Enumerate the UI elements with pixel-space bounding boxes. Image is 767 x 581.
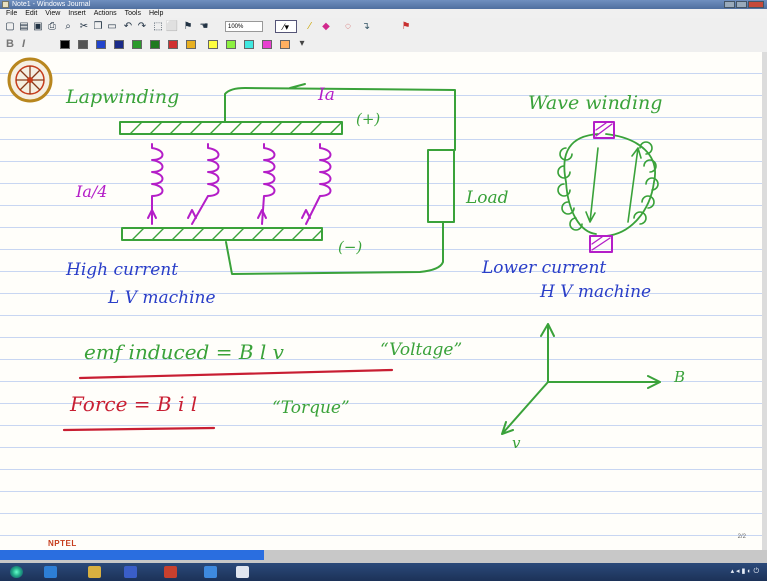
full-page-icon[interactable]: ⬜ [166, 21, 178, 33]
format-toolbar: B I ▾ [0, 37, 767, 53]
flag-icon[interactable]: ⚑ [182, 21, 194, 33]
start-orb-icon[interactable] [10, 566, 23, 578]
standard-toolbar: ▢ ▤ ▣ ⎙ ⌕ ✂ ❐ ▭ ↶ ↷ ⬚ ⬜ ⚑ ☚ 100% ⁄▾ ⁄ ◆ … [0, 18, 767, 37]
hand-icon[interactable]: ☚ [198, 21, 210, 33]
redo-icon[interactable]: ↷ [136, 21, 148, 33]
menu-tools[interactable]: Tools [125, 9, 141, 18]
insert-space-icon[interactable]: ↴ [360, 21, 372, 33]
color-swatch-red[interactable] [168, 40, 178, 49]
flag-marker-icon[interactable]: ⚑ [400, 21, 412, 33]
axis-up [541, 324, 554, 382]
minimize-button[interactable] [724, 1, 735, 8]
system-tray: ▴ ◂ ▮ ◐ ⏻ [731, 567, 759, 576]
title-bar: Note1 - Windows Journal [0, 0, 767, 9]
browser-icon[interactable] [204, 566, 217, 578]
cut-icon[interactable]: ✂ [78, 21, 90, 33]
color-swatch-cyan[interactable] [244, 40, 254, 49]
bold-button[interactable]: B [6, 38, 14, 50]
menu-help[interactable]: Help [149, 9, 163, 18]
label-current-ia: Ia [318, 85, 335, 105]
label-wave-winding: Wave winding [528, 92, 662, 114]
axis-v [502, 382, 548, 434]
lasso-select-icon[interactable]: ◌ [342, 21, 354, 33]
menu-file[interactable]: File [6, 9, 17, 18]
explorer-icon[interactable] [88, 566, 101, 578]
color-swatch-lime[interactable] [226, 40, 236, 49]
label-axis-b: B [674, 368, 685, 386]
color-swatch-navy[interactable] [114, 40, 124, 49]
color-swatch-black[interactable] [60, 40, 70, 49]
close-button[interactable] [748, 1, 764, 8]
nptel-logo-text: NPTEL [48, 539, 77, 548]
color-swatch-peach[interactable] [280, 40, 290, 49]
journal-icon[interactable] [236, 566, 249, 578]
label-emf-induced: emf induced = B l v [84, 340, 284, 364]
label-plus: (+) [356, 110, 380, 128]
pen-tool-icon[interactable]: ⁄▾ [275, 20, 297, 33]
color-swatch-blue[interactable] [96, 40, 106, 49]
label-lower-current: Lower current [482, 258, 606, 278]
label-high-current: High current [66, 260, 178, 280]
label-force: Force = B i l [70, 392, 197, 416]
italic-button[interactable]: I [22, 38, 25, 50]
menu-view[interactable]: View [45, 9, 60, 18]
label-lap-winding: Lapwinding [66, 86, 179, 108]
print-icon[interactable]: ⎙ [46, 21, 58, 33]
page-progress [0, 550, 264, 560]
menu-edit[interactable]: Edit [25, 9, 37, 18]
coils [148, 122, 614, 252]
ie-icon[interactable] [44, 566, 57, 578]
status-bar [0, 550, 767, 563]
find-icon[interactable]: ⌕ [62, 21, 74, 33]
load-resistor [428, 150, 454, 222]
undo-icon[interactable]: ↶ [122, 21, 134, 33]
paste-icon[interactable]: ▭ [106, 21, 118, 33]
copy-icon[interactable]: ❐ [92, 21, 104, 33]
page-number: 2/2 [738, 534, 746, 540]
save-icon[interactable]: ▣ [32, 21, 44, 33]
highlighter-icon[interactable]: ⁄ [304, 21, 316, 33]
taskbar: ▴ ◂ ▮ ◐ ⏻ [0, 563, 767, 581]
label-ia-over-4: Ia/4 [76, 182, 107, 201]
menu-actions[interactable]: Actions [94, 9, 117, 18]
label-axis-v: v [512, 434, 520, 452]
media-icon[interactable] [124, 566, 137, 578]
page-width-icon[interactable]: ⬚ [152, 21, 164, 33]
window-title: Note1 - Windows Journal [12, 0, 90, 9]
window-controls [724, 1, 764, 8]
label-torque: “Torque” [272, 398, 350, 418]
journal-app-icon [2, 1, 9, 8]
vertical-scrollbar[interactable] [762, 52, 767, 550]
word-icon[interactable] [164, 566, 177, 578]
note-page[interactable]: Lapwinding Ia (+) (−) Ia/4 Load High cur… [0, 52, 762, 550]
color-swatch-darkgreen[interactable] [150, 40, 160, 49]
new-note-icon[interactable]: ▢ [4, 21, 16, 33]
eraser-icon[interactable]: ◆ [320, 21, 332, 33]
open-folder-icon[interactable]: ▤ [18, 21, 30, 33]
maximize-button[interactable] [736, 1, 747, 8]
color-swatch-yellow[interactable] [208, 40, 218, 49]
color-swatch-orange[interactable] [186, 40, 196, 49]
label-minus: (−) [338, 238, 362, 256]
top-wire [225, 88, 455, 150]
zoom-select[interactable]: 100% [225, 21, 263, 32]
ink-style-icon[interactable]: ▾ [296, 38, 308, 50]
bottom-wire [226, 222, 443, 274]
menu-bar: File Edit View Insert Actions Tools Help [0, 9, 767, 18]
label-hv-machine: H V machine [540, 282, 651, 302]
label-lv-machine: L V machine [108, 288, 216, 308]
color-swatch-pink[interactable] [262, 40, 272, 49]
axis-b [548, 376, 660, 388]
color-swatch-green[interactable] [132, 40, 142, 49]
label-voltage: “Voltage” [380, 340, 462, 360]
label-load: Load [466, 188, 509, 208]
nptel-logo [0, 52, 62, 118]
color-swatch-gray[interactable] [78, 40, 88, 49]
menu-insert[interactable]: Insert [68, 9, 86, 18]
